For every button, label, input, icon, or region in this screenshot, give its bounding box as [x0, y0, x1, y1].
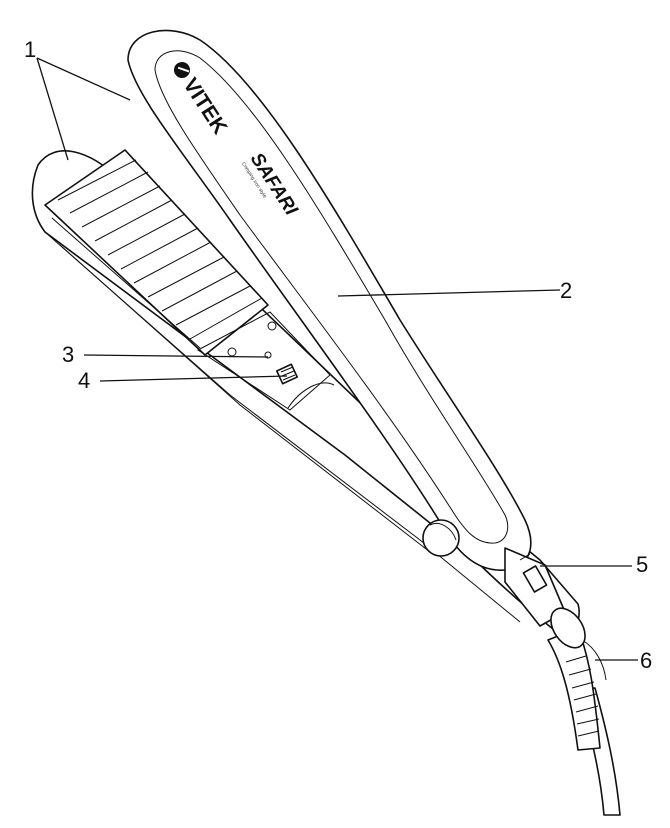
callout-lines: [36, 57, 638, 661]
callout-6: 6: [640, 648, 652, 673]
callout-3: 3: [62, 342, 74, 367]
upper-arm: [127, 29, 532, 571]
control-panel: [197, 311, 335, 411]
temperature-switch: [275, 363, 299, 385]
callout-2: 2: [560, 278, 572, 303]
swivel-collar: [550, 607, 586, 649]
crimping-plate: [44, 149, 269, 356]
callout-4: 4: [78, 368, 90, 393]
callout-5: 5: [636, 552, 648, 577]
callout-1: 1: [24, 37, 36, 62]
cord-strain-relief: [547, 627, 607, 751]
indicator-dot-1: [267, 321, 277, 331]
lock-switch: [504, 547, 566, 627]
hinge: [422, 519, 460, 557]
indicator-light: [264, 351, 272, 359]
